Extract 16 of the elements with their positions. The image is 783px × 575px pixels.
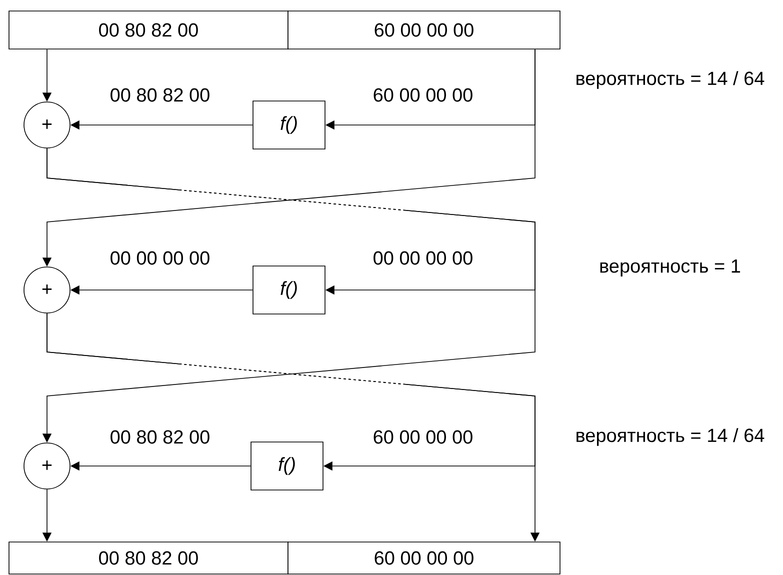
edge-label: 00 80 82 00 bbox=[110, 430, 210, 444]
register-cell: 60 00 00 00 bbox=[288, 10, 560, 50]
edge-label: 60 00 00 00 bbox=[374, 430, 472, 444]
probability-label: вероятность = 14 / 64 bbox=[576, 71, 764, 89]
register-cell: 00 80 82 00 bbox=[8, 10, 288, 50]
edge-label: 60 00 00 00 bbox=[374, 88, 472, 102]
probability-label: вероятность = 14 / 64 bbox=[576, 428, 764, 446]
register-cell: 60 00 00 00 bbox=[288, 542, 560, 574]
edge-label: 00 00 00 00 bbox=[374, 251, 472, 265]
edge-label: 00 80 82 00 bbox=[110, 88, 210, 102]
function-box: f() bbox=[252, 266, 326, 314]
edge-label: 00 00 00 00 bbox=[110, 251, 210, 265]
function-box: f() bbox=[250, 442, 324, 490]
function-box: f() bbox=[252, 100, 326, 150]
register-cell: 00 80 82 00 bbox=[8, 542, 288, 574]
probability-label: вероятность = 1 bbox=[600, 260, 740, 276]
